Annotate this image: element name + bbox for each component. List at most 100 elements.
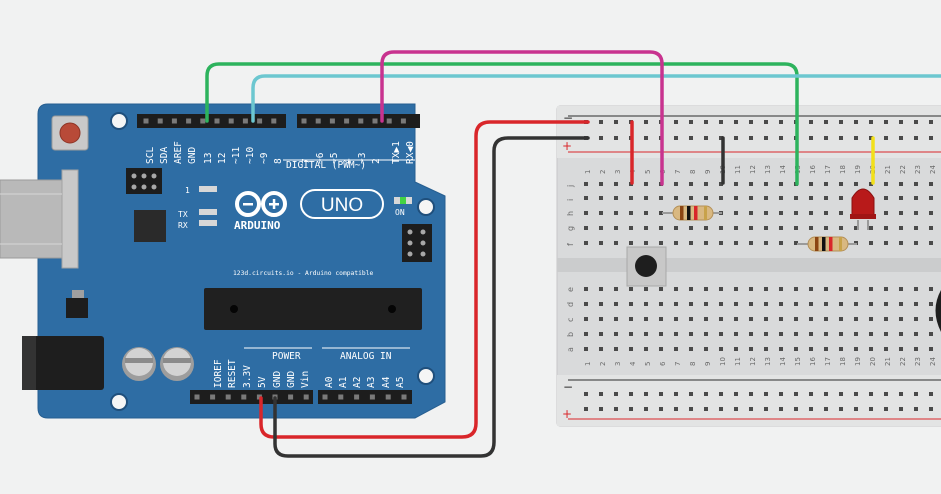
terminal-hole[interactable] [914, 182, 918, 186]
terminal-hole[interactable] [644, 287, 648, 291]
terminal-hole[interactable] [659, 332, 663, 336]
rail-hole[interactable] [734, 392, 738, 396]
rail-hole[interactable] [809, 136, 813, 140]
wire-magenta[interactable] [380, 50, 664, 186]
red-led[interactable] [850, 188, 876, 230]
header-pin[interactable] [241, 394, 247, 400]
terminal-hole[interactable] [614, 241, 618, 245]
terminal-hole[interactable] [629, 347, 633, 351]
terminal-hole[interactable] [659, 302, 663, 306]
header-pin[interactable] [386, 118, 392, 124]
rail-hole[interactable] [704, 407, 708, 411]
terminal-hole[interactable] [689, 182, 693, 186]
terminal-hole[interactable] [914, 332, 918, 336]
terminal-hole[interactable] [854, 182, 858, 186]
terminal-hole[interactable] [884, 332, 888, 336]
terminal-hole[interactable] [719, 332, 723, 336]
terminal-hole[interactable] [839, 302, 843, 306]
terminal-hole[interactable] [809, 211, 813, 215]
terminal-hole[interactable] [719, 347, 723, 351]
header-pin[interactable] [194, 394, 200, 400]
terminal-hole[interactable] [764, 196, 768, 200]
rail-hole[interactable] [839, 392, 843, 396]
terminal-hole[interactable] [899, 226, 903, 230]
terminal-hole[interactable] [764, 347, 768, 351]
terminal-hole[interactable] [689, 287, 693, 291]
rail-hole[interactable] [869, 392, 873, 396]
terminal-hole[interactable] [644, 196, 648, 200]
rail-hole[interactable] [719, 136, 723, 140]
terminal-hole[interactable] [644, 226, 648, 230]
rail-hole[interactable] [614, 136, 618, 140]
rail-hole[interactable] [764, 392, 768, 396]
terminal-hole[interactable] [794, 226, 798, 230]
terminal-hole[interactable] [614, 287, 618, 291]
terminal-hole[interactable] [584, 196, 588, 200]
rail-hole[interactable] [869, 136, 873, 140]
terminal-hole[interactable] [809, 302, 813, 306]
terminal-hole[interactable] [929, 332, 933, 336]
rail-hole[interactable] [734, 407, 738, 411]
rail-hole[interactable] [839, 120, 843, 124]
terminal-hole[interactable] [809, 347, 813, 351]
terminal-hole[interactable] [899, 302, 903, 306]
terminal-hole[interactable] [704, 317, 708, 321]
terminal-hole[interactable] [899, 347, 903, 351]
header-pin[interactable] [257, 118, 263, 124]
terminal-hole[interactable] [824, 317, 828, 321]
terminal-hole[interactable] [599, 347, 603, 351]
terminal-hole[interactable] [779, 226, 783, 230]
terminal-hole[interactable] [794, 287, 798, 291]
terminal-hole[interactable] [839, 196, 843, 200]
terminal-hole[interactable] [899, 317, 903, 321]
terminal-hole[interactable] [764, 287, 768, 291]
terminal-hole[interactable] [704, 332, 708, 336]
terminal-hole[interactable] [749, 226, 753, 230]
terminal-hole[interactable] [884, 317, 888, 321]
terminal-hole[interactable] [764, 302, 768, 306]
terminal-hole[interactable] [599, 182, 603, 186]
terminal-hole[interactable] [674, 226, 678, 230]
rail-hole[interactable] [764, 136, 768, 140]
terminal-hole[interactable] [674, 317, 678, 321]
terminal-hole[interactable] [629, 241, 633, 245]
terminal-hole[interactable] [644, 317, 648, 321]
rail-hole[interactable] [824, 392, 828, 396]
terminal-hole[interactable] [914, 347, 918, 351]
terminal-hole[interactable] [584, 211, 588, 215]
terminal-hole[interactable] [884, 347, 888, 351]
rail-hole[interactable] [734, 120, 738, 124]
terminal-hole[interactable] [914, 241, 918, 245]
rail-hole[interactable] [614, 407, 618, 411]
rail-hole[interactable] [719, 120, 723, 124]
rail-hole[interactable] [659, 407, 663, 411]
terminal-hole[interactable] [749, 332, 753, 336]
header-pin[interactable] [372, 118, 378, 124]
rail-hole[interactable] [809, 120, 813, 124]
terminal-hole[interactable] [584, 347, 588, 351]
rail-hole[interactable] [674, 136, 678, 140]
terminal-hole[interactable] [854, 287, 858, 291]
terminal-hole[interactable] [794, 347, 798, 351]
rail-hole[interactable] [899, 392, 903, 396]
header-pin[interactable] [256, 394, 262, 400]
rail-hole[interactable] [584, 407, 588, 411]
rail-hole[interactable] [779, 392, 783, 396]
terminal-hole[interactable] [734, 241, 738, 245]
terminal-hole[interactable] [794, 241, 798, 245]
header-pin[interactable] [288, 394, 294, 400]
terminal-hole[interactable] [779, 196, 783, 200]
terminal-hole[interactable] [779, 182, 783, 186]
wire-cyan[interactable] [251, 74, 941, 123]
terminal-hole[interactable] [689, 241, 693, 245]
rail-hole[interactable] [884, 392, 888, 396]
terminal-hole[interactable] [674, 287, 678, 291]
terminal-hole[interactable] [704, 196, 708, 200]
terminal-hole[interactable] [689, 226, 693, 230]
terminal-hole[interactable] [884, 302, 888, 306]
rail-hole[interactable] [689, 392, 693, 396]
terminal-hole[interactable] [734, 226, 738, 230]
terminal-hole[interactable] [869, 347, 873, 351]
rail-hole[interactable] [809, 392, 813, 396]
terminal-hole[interactable] [689, 347, 693, 351]
